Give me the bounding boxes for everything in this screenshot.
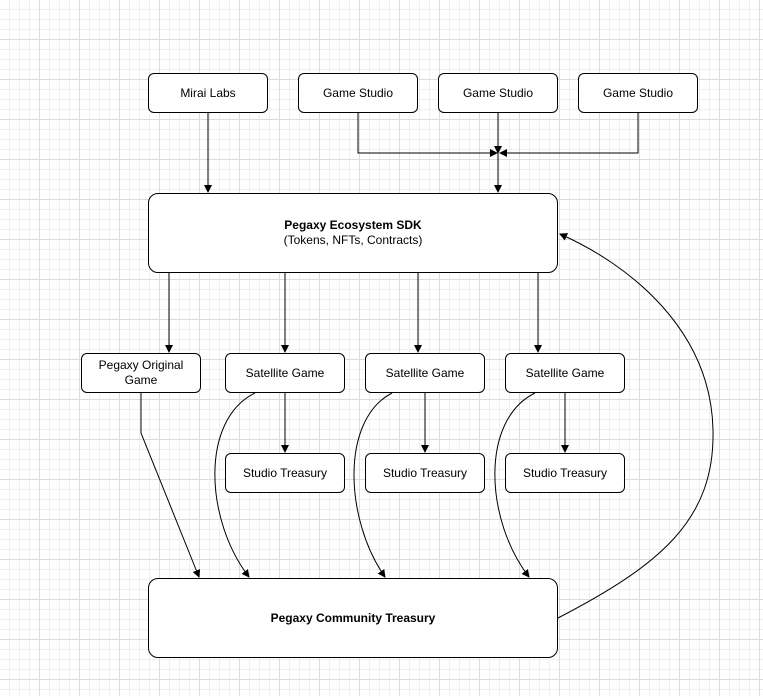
satellite-game-node-2: Satellite Game	[365, 353, 485, 393]
edge-original-game-to-community	[140, 393, 201, 578]
game-studio-label: Game Studio	[462, 85, 534, 100]
original-game-node: Pegaxy Original Game	[81, 353, 201, 393]
edge-studio1-to-merge	[357, 113, 498, 157]
satellite-game-node-1: Satellite Game	[225, 353, 345, 393]
satellite-game-node-3: Satellite Game	[505, 353, 625, 393]
game-studio-node-2: Game Studio	[438, 73, 558, 113]
sdk-subtitle: (Tokens, NFTs, Contracts)	[283, 233, 423, 247]
studio-treasury-node-1: Studio Treasury	[225, 453, 345, 493]
game-studio-label: Game Studio	[602, 85, 674, 100]
original-game-label: Pegaxy Original Game	[98, 358, 184, 387]
game-studio-node-1: Game Studio	[298, 73, 418, 113]
satellite-game-label: Satellite Game	[385, 365, 465, 380]
edge-studio3-to-merge	[499, 113, 639, 157]
studio-treasury-label: Studio Treasury	[242, 465, 328, 480]
community-treasury-node: Pegaxy Community Treasury	[148, 578, 558, 658]
edge-community-to-sdk-feedback	[557, 233, 714, 619]
mirai-labs-label: Mirai Labs	[180, 85, 236, 100]
game-studio-label: Game Studio	[322, 85, 394, 100]
studio-treasury-node-3: Studio Treasury	[505, 453, 625, 493]
game-studio-node-3: Game Studio	[578, 73, 698, 113]
community-treasury-title: Pegaxy Community Treasury	[270, 610, 436, 625]
sdk-node: Pegaxy Ecosystem SDK (Tokens, NFTs, Cont…	[148, 193, 558, 273]
studio-treasury-label: Studio Treasury	[522, 465, 608, 480]
mirai-labs-node: Mirai Labs	[148, 73, 268, 113]
studio-treasury-label: Studio Treasury	[382, 465, 468, 480]
studio-treasury-node-2: Studio Treasury	[365, 453, 485, 493]
satellite-game-label: Satellite Game	[525, 365, 605, 380]
sdk-title: Pegaxy Ecosystem SDK	[284, 218, 422, 232]
satellite-game-label: Satellite Game	[245, 365, 325, 380]
